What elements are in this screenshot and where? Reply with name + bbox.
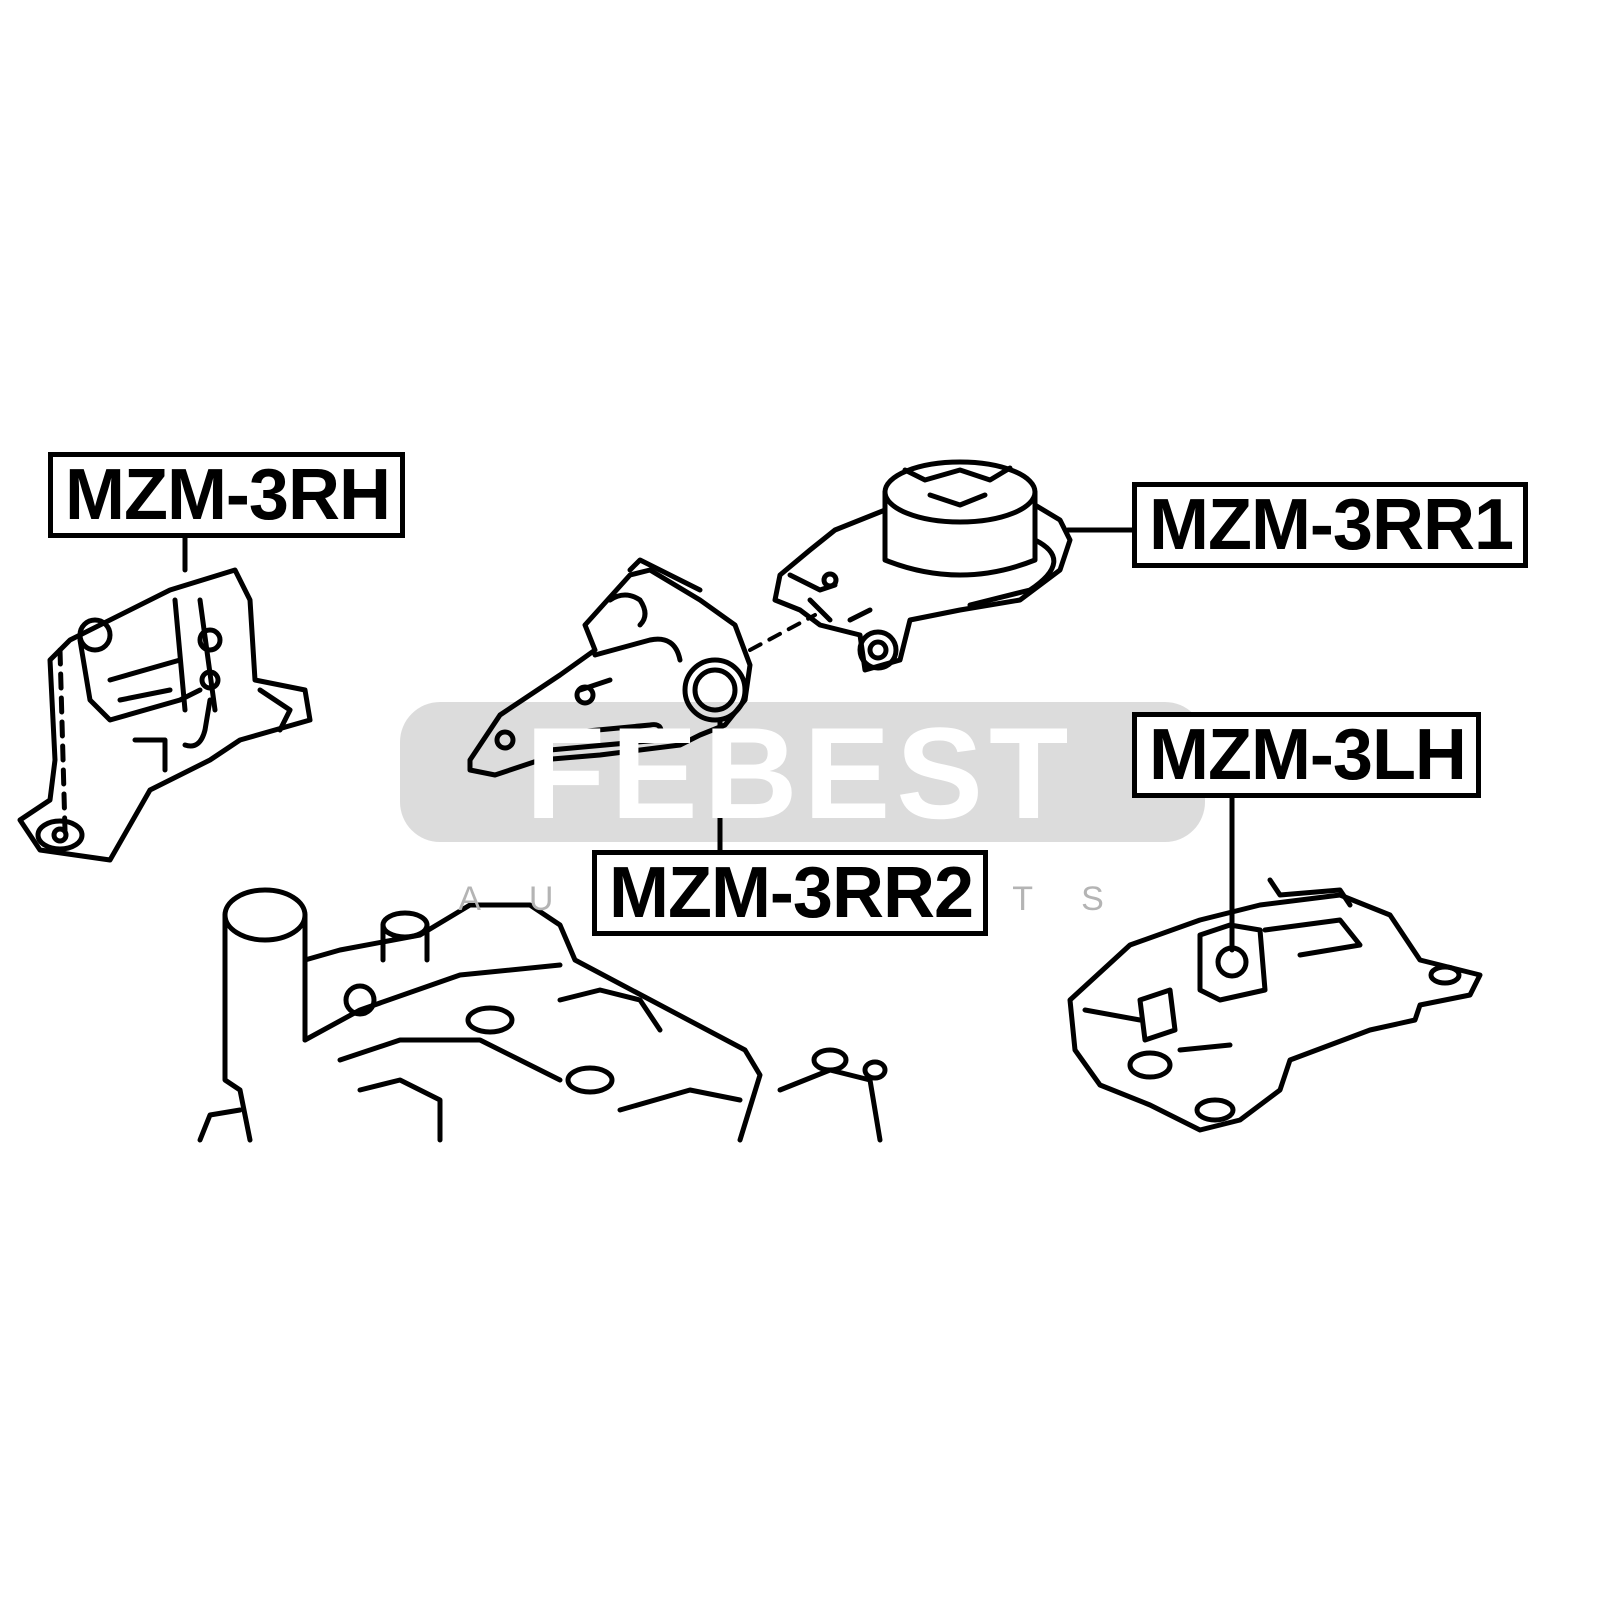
mount-lh-drawing (1067, 877, 1483, 1133)
part-label-rr1: MZM-3RR1 (1132, 482, 1528, 568)
watermark-brand: FEBEST (525, 699, 1075, 846)
watermark-band (400, 702, 1205, 842)
engine-block-drawing (197, 887, 888, 1143)
mount-rr2-drawing (467, 557, 753, 778)
part-label-rr2: MZM-3RR2 (592, 850, 988, 936)
mount-rr1-drawing (772, 459, 1073, 673)
part-label-lh: MZM-3LH (1132, 712, 1481, 798)
part-label-rh: MZM-3RH (48, 452, 405, 538)
mount-rh-drawing (17, 567, 313, 863)
